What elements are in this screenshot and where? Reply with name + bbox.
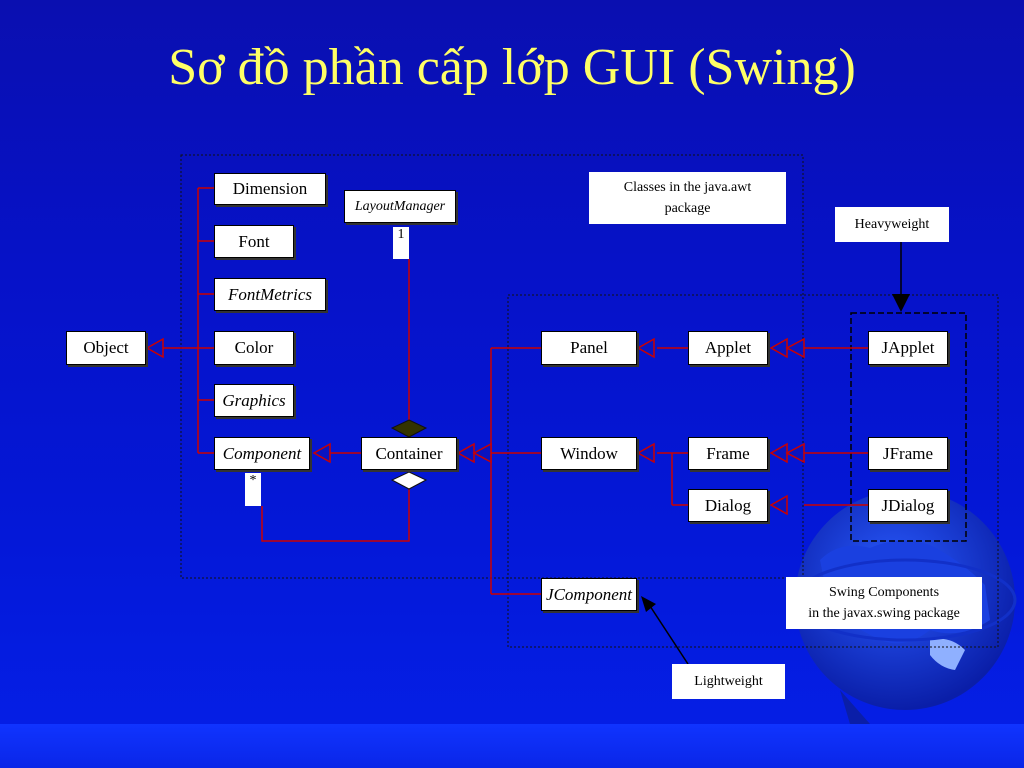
class-component: Component [214, 437, 310, 470]
class-color: Color [214, 331, 294, 365]
aggregation-diamond [390, 471, 428, 490]
note-heavyweight-label: Heavyweight [854, 217, 930, 232]
note-swing-line2: in the javax.swing package [808, 606, 960, 621]
note-awt-line1: Classes in the java.awt [623, 180, 752, 195]
class-applet: Applet [688, 331, 768, 365]
note-lightweight: Lightweight [672, 664, 785, 699]
class-frame: Frame [688, 437, 768, 470]
class-container: Container [361, 437, 457, 470]
multiplicity-component: * [245, 473, 261, 506]
note-lightweight-label: Lightweight [694, 674, 763, 689]
class-jcomponent: JComponent [541, 578, 637, 611]
class-graphics: Graphics [214, 384, 294, 417]
class-panel: Panel [541, 331, 637, 365]
class-object: Object [66, 331, 146, 365]
class-jdialog: JDialog [868, 489, 948, 522]
interface-layout-manager: LayoutManager [344, 190, 456, 223]
class-font: Font [214, 225, 294, 258]
note-swing-line1: Swing Components [828, 585, 940, 600]
bottom-band [0, 724, 1024, 768]
class-dialog: Dialog [688, 489, 768, 522]
slide-title: Sơ đồ phần cấp lớp GUI (Swing) [168, 39, 856, 96]
class-jframe: JFrame [868, 437, 948, 470]
swing-package-boundary [507, 294, 999, 648]
note-awt-package: Classes in the java.awt package [589, 172, 786, 224]
note-swing-package: Swing Components in the javax.swing pack… [786, 577, 982, 629]
class-font-metrics: FontMetrics [214, 278, 326, 311]
multiplicity-layout-manager: 1 [393, 227, 409, 259]
note-heavyweight: Heavyweight [835, 207, 949, 242]
class-window: Window [541, 437, 637, 470]
awt-package-boundary [180, 154, 804, 579]
heavyweight-group-boundary [850, 312, 967, 542]
composition-diamond [390, 419, 428, 438]
class-dimension: Dimension [214, 173, 326, 205]
note-awt-line2: package [664, 201, 711, 216]
class-japplet: JApplet [868, 331, 948, 365]
